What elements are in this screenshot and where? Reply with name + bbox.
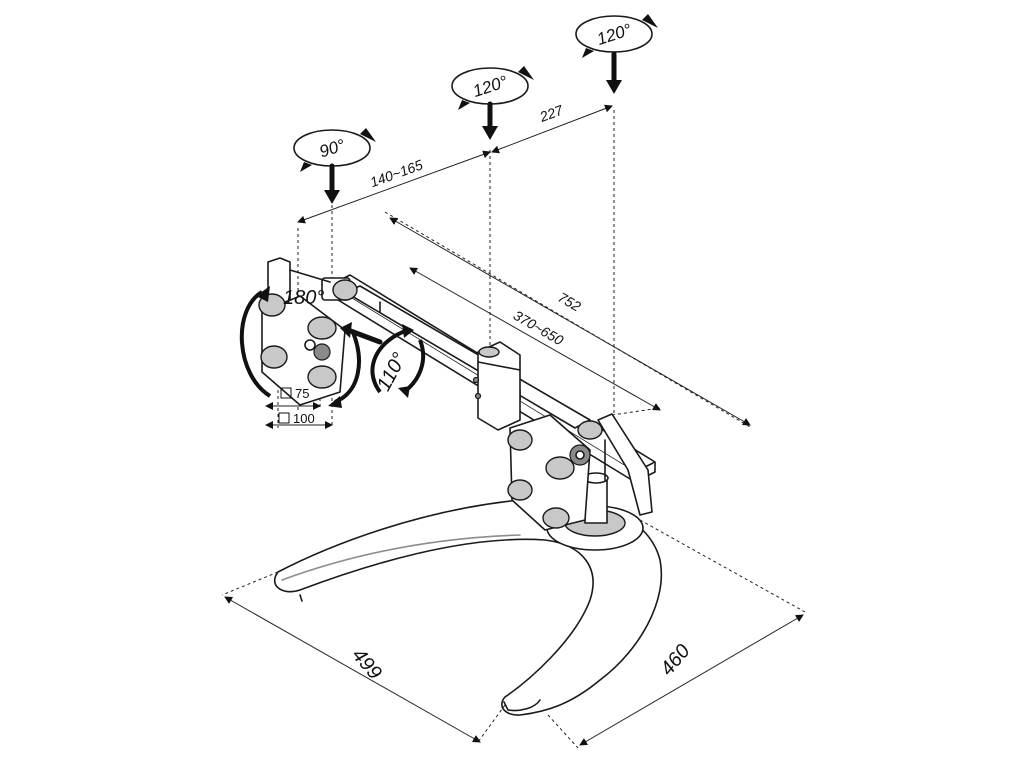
vesa-75-label: 75 xyxy=(295,386,309,401)
square-icon xyxy=(278,412,290,424)
square-icon xyxy=(280,387,292,399)
dim-base-width: 499 xyxy=(347,644,385,684)
tilt-120-center-indicator: 120° xyxy=(451,66,534,140)
tilt-120-right-indicator: 120° xyxy=(575,14,658,94)
rotate-180-label: 180° xyxy=(283,287,324,309)
tilt-120-right-label: 120° xyxy=(594,20,634,49)
vesa-100-label: 100 xyxy=(293,411,315,426)
dim-arm-range: 370~650 xyxy=(511,307,567,348)
vesa-75: 75 xyxy=(280,386,309,401)
right-vesa-head xyxy=(507,414,591,531)
right-end-bracket xyxy=(577,413,653,516)
rotate-180-indicator: 180° xyxy=(239,286,361,408)
dim-head-spacing: 140~165 xyxy=(368,156,425,190)
tilt-90-indicator: 90° xyxy=(293,128,376,204)
tilt-120-center-label: 120° xyxy=(470,72,510,101)
dim-base-depth: 460 xyxy=(656,640,694,680)
left-end-bracket xyxy=(267,257,358,306)
dim-right-arm: 227 xyxy=(537,101,567,125)
left-vesa-head xyxy=(258,293,346,406)
dim-total-width: 752 xyxy=(555,289,583,315)
vesa-100: 100 xyxy=(278,411,315,426)
tilt-90-label: 90° xyxy=(317,135,348,161)
